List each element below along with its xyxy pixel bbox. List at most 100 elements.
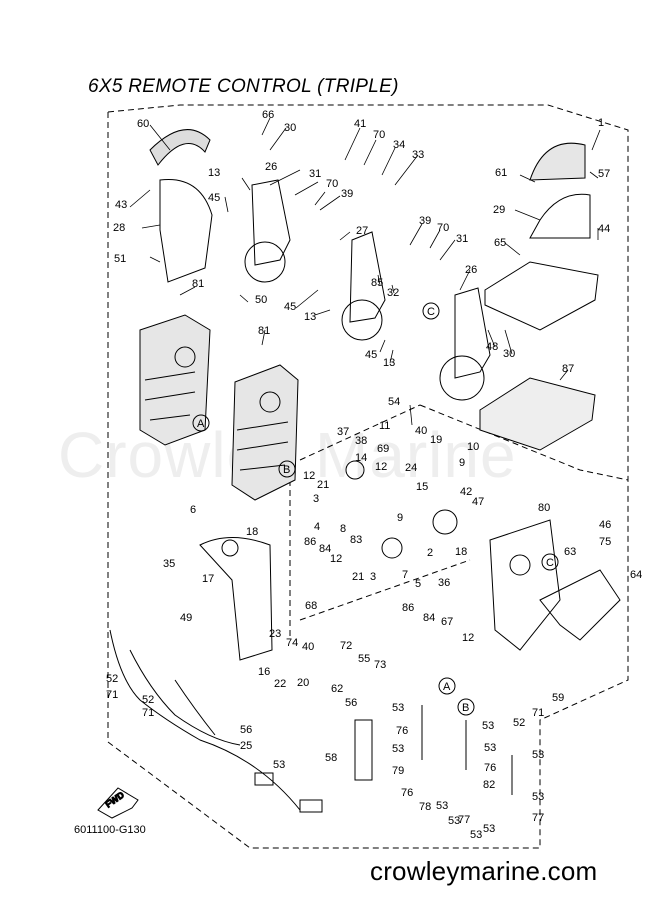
callout-70: 70 — [373, 129, 385, 141]
callout-11: 11 — [379, 420, 390, 432]
callout-75: 75 — [599, 536, 611, 548]
callout-8: 8 — [340, 523, 346, 535]
callout-13: 13 — [304, 311, 316, 323]
lower-mechanism-right — [489, 519, 621, 651]
callout-45: 45 — [365, 349, 377, 361]
circle-marker-b-left-label: B — [283, 464, 290, 476]
callout-80: 80 — [538, 502, 550, 514]
lever-arm-left — [244, 179, 291, 283]
callout-74: 74 — [286, 637, 298, 649]
callout-46: 46 — [599, 519, 611, 531]
callout-1: 1 — [598, 117, 604, 129]
callout-3: 3 — [370, 571, 376, 583]
callout-76: 76 — [401, 787, 413, 799]
callout-10: 10 — [467, 441, 479, 453]
callout-53: 53 — [392, 702, 404, 714]
callout-70: 70 — [326, 178, 338, 190]
callout-22: 22 — [274, 678, 286, 690]
callout-53: 53 — [483, 823, 495, 835]
callout-12: 12 — [462, 632, 474, 644]
circle-marker-c-top: C — [422, 302, 440, 320]
callout-64: 64 — [630, 569, 642, 581]
callout-20: 20 — [297, 677, 309, 689]
circle-marker-b-bottom-label: B — [462, 702, 469, 714]
callout-13: 13 — [383, 357, 395, 369]
callout-30: 30 — [284, 122, 296, 134]
callout-9: 9 — [397, 512, 403, 524]
callout-87: 87 — [562, 363, 574, 375]
callout-44: 44 — [598, 223, 610, 235]
push-rods — [354, 705, 513, 795]
callout-33: 33 — [412, 149, 424, 161]
callout-53: 53 — [436, 800, 448, 812]
callout-56: 56 — [240, 724, 252, 736]
circle-marker-a-left: A — [192, 414, 210, 432]
callout-42: 42 — [460, 486, 472, 498]
callout-31: 31 — [309, 168, 321, 180]
callout-79: 79 — [392, 765, 404, 777]
callout-48: 48 — [486, 341, 498, 353]
callout-86: 86 — [402, 602, 414, 614]
callout-45: 45 — [208, 192, 220, 204]
callout-62: 62 — [331, 683, 343, 695]
callout-68: 68 — [305, 600, 317, 612]
callout-67: 67 — [441, 616, 453, 628]
callout-23: 23 — [269, 628, 281, 640]
callout-53: 53 — [484, 742, 496, 754]
callout-59: 59 — [552, 692, 564, 704]
callout-7: 7 — [402, 569, 408, 581]
callout-70: 70 — [437, 222, 449, 234]
callout-45: 45 — [284, 301, 296, 313]
callout-21: 21 — [352, 571, 364, 583]
callout-71: 71 — [532, 707, 544, 719]
circle-marker-b-bottom: B — [457, 698, 475, 716]
callout-49: 49 — [180, 612, 192, 624]
callout-81: 81 — [258, 325, 270, 337]
callout-53: 53 — [273, 759, 285, 771]
callout-43: 43 — [115, 199, 127, 211]
callout-56: 56 — [345, 697, 357, 709]
callout-16: 16 — [258, 666, 270, 678]
circle-marker-a-left-label: A — [197, 418, 205, 430]
footer-url: crowleymarine.com — [370, 856, 598, 886]
callout-14: 14 — [355, 452, 367, 464]
callout-53: 53 — [470, 829, 482, 841]
fwd-arrow-icon — [97, 787, 139, 819]
callout-9: 9 — [459, 457, 465, 469]
callout-34: 34 — [393, 139, 405, 151]
callout-2: 2 — [427, 547, 433, 559]
callout-25: 25 — [240, 740, 252, 752]
callout-73: 73 — [374, 659, 386, 671]
callout-63: 63 — [564, 546, 576, 558]
callout-12: 12 — [330, 553, 342, 565]
cover-part-61 — [529, 142, 591, 239]
callout-27: 27 — [356, 225, 368, 237]
callout-13: 13 — [208, 167, 220, 179]
circle-marker-a-bottom: A — [438, 677, 456, 695]
callout-15: 15 — [416, 481, 428, 493]
callout-29: 29 — [493, 204, 505, 216]
callout-58: 58 — [325, 752, 337, 764]
control-box-middle — [231, 364, 299, 501]
callout-30: 30 — [503, 348, 515, 360]
callout-76: 76 — [484, 762, 496, 774]
callout-60: 60 — [137, 118, 149, 130]
callout-65: 65 — [494, 237, 506, 249]
callout-69: 69 — [377, 443, 389, 455]
callout-84: 84 — [319, 543, 331, 555]
cover-part-60 — [149, 129, 213, 283]
callout-52: 52 — [513, 717, 525, 729]
callout-26: 26 — [465, 264, 477, 276]
callout-21: 21 — [317, 479, 329, 491]
callout-17: 17 — [202, 573, 214, 585]
callout-66: 66 — [262, 109, 274, 121]
lever-arm-right — [439, 287, 491, 401]
callout-40: 40 — [302, 641, 314, 653]
callout-12: 12 — [375, 461, 387, 473]
diagram-title: 6X5 REMOTE CONTROL (TRIPLE) — [88, 76, 399, 97]
callout-72: 72 — [340, 640, 352, 652]
callout-31: 31 — [456, 233, 468, 245]
drawing-code: 6011100-G130 — [74, 824, 146, 836]
callout-6: 6 — [190, 504, 196, 516]
